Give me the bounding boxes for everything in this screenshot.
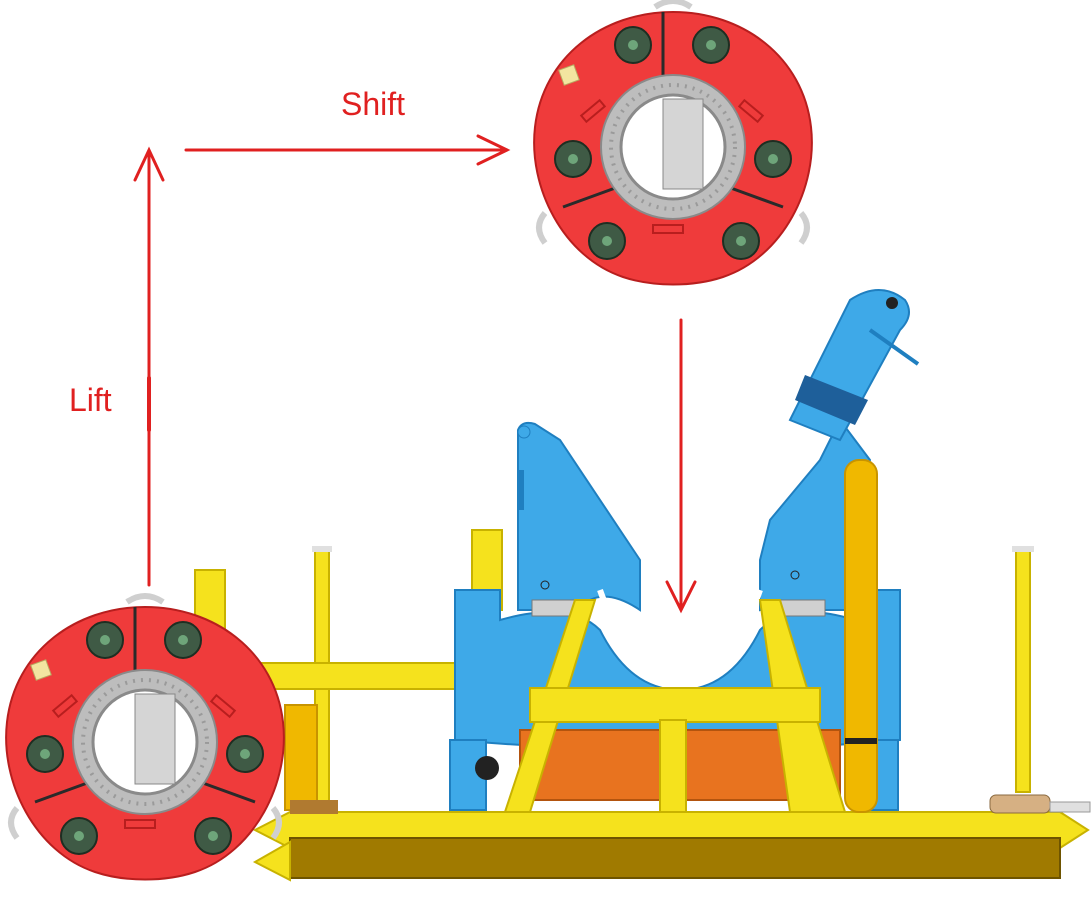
shift-arrow bbox=[184, 134, 511, 166]
lift-label: Lift bbox=[69, 382, 112, 418]
lower-arrow bbox=[665, 318, 697, 614]
pipe-cradle-frame bbox=[194, 289, 1091, 882]
lift-arrow bbox=[133, 146, 165, 587]
split-ring-clamp-shifted bbox=[534, 1, 812, 285]
shift-label: Shift bbox=[341, 86, 406, 122]
split-ring-clamp-start bbox=[6, 596, 284, 880]
